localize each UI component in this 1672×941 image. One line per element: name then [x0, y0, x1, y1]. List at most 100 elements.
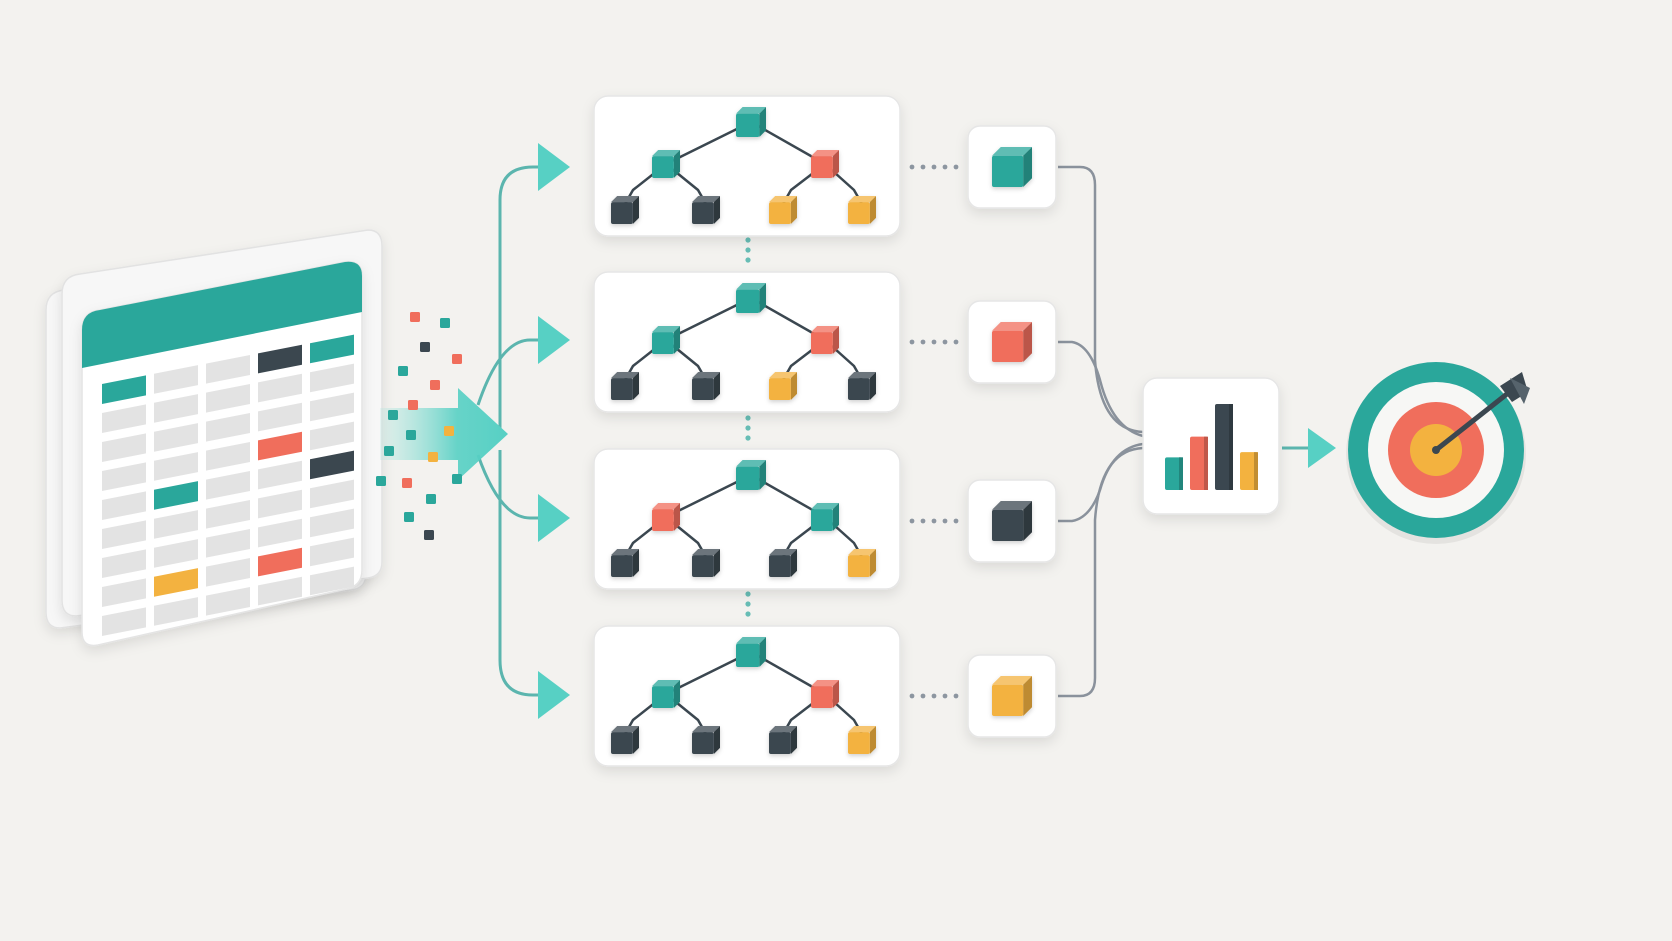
table-cell: [102, 375, 146, 404]
data-particle: [398, 366, 408, 376]
tree-leaf-node-face: [611, 202, 633, 224]
prediction-dot-3: [942, 518, 948, 524]
tree-split-node: [811, 150, 839, 178]
tree-split-node-side: [832, 326, 839, 354]
tree-leaf-node: [848, 726, 876, 754]
tree-root-node-side: [759, 460, 766, 490]
decision-tree-1-card: [593, 95, 901, 237]
tree-split-node-top: [811, 503, 839, 510]
prediction-dot-1: [942, 164, 948, 170]
dart-tip: [1432, 446, 1440, 454]
table-cell: [206, 499, 250, 529]
tree-leaf-node-face: [848, 732, 870, 754]
tree-root-node-side: [759, 283, 766, 313]
prediction-cube-face: [992, 330, 1024, 362]
tree-leaf-node-top: [848, 726, 876, 733]
tree-leaf-node: [848, 372, 876, 400]
table-cell: [102, 607, 146, 636]
table-cell: [310, 392, 354, 422]
spreadsheet-stack: [45, 229, 383, 647]
prediction-cube-top: [992, 501, 1032, 510]
tree-root-node-top: [736, 107, 766, 114]
tree-split-node-side: [832, 503, 839, 531]
decision-tree-1: [593, 95, 901, 237]
table-cell: [206, 586, 250, 616]
prediction-dot-2: [953, 339, 959, 345]
table-cell: [154, 481, 198, 510]
tree-leaf-node-top: [848, 549, 876, 556]
tree-leaf-node: [611, 196, 639, 224]
table-cell: [102, 404, 146, 433]
output-arrowhead: [1308, 428, 1336, 468]
table-cell: [258, 547, 302, 577]
tree-leaf-node-side: [869, 726, 876, 754]
data-particle: [444, 426, 454, 436]
dart-fletching-2: [1510, 378, 1530, 404]
data-particle: [452, 474, 462, 484]
table-cell: [154, 452, 198, 481]
tree-leaf-node-face: [692, 202, 714, 224]
merge-line-4: [1058, 446, 1144, 698]
data-particle: [376, 476, 386, 486]
tree-split-node-side: [673, 680, 680, 708]
data-particle: [388, 410, 398, 420]
tree-split-node-side: [673, 326, 680, 354]
table-cell: [258, 460, 302, 490]
tree-leaf-node: [692, 196, 720, 224]
tree-link-dot-3: [745, 601, 751, 607]
tree-leaf-node-top: [848, 196, 876, 203]
tree-root-node: [736, 637, 766, 667]
table-cell: [206, 412, 250, 442]
vote-bar: [1165, 457, 1183, 490]
arrowhead-tree-4: [538, 671, 570, 719]
tree-split-node-side: [832, 680, 839, 708]
tree-predictions: [967, 125, 1057, 738]
tree-split-node-top: [652, 680, 680, 687]
prediction-dot-1: [909, 164, 915, 170]
data-particle: [420, 342, 430, 352]
tree-split-node-face: [652, 509, 674, 531]
tree-leaf-node-side: [713, 726, 720, 754]
prediction-box-3: [967, 479, 1057, 563]
tree-leaf-node-top: [769, 196, 797, 203]
prediction-cube-face: [992, 155, 1024, 187]
table-cell: [102, 578, 146, 607]
tree-root-node-face: [736, 289, 760, 313]
prediction-cube-top: [992, 147, 1032, 156]
tree-split-node-face: [811, 686, 833, 708]
tree-leaf-node-top: [692, 726, 720, 733]
tree-leaf-node: [769, 549, 797, 577]
prediction-dot-3: [953, 518, 959, 524]
tree-leaf-node: [692, 726, 720, 754]
tree-root-node-face: [736, 466, 760, 490]
tree-leaf-node-face: [611, 732, 633, 754]
tree-leaf-node: [848, 549, 876, 577]
tree-split-node: [652, 680, 680, 708]
prediction-dot-4: [909, 693, 915, 699]
table-cell: [154, 597, 198, 626]
table-cell: [310, 566, 354, 596]
table-cell: [206, 528, 250, 558]
data-particle: [404, 512, 414, 522]
tree-root-node-top: [736, 283, 766, 290]
prediction-cube-face: [992, 684, 1024, 716]
prediction-dot-3: [920, 518, 926, 524]
prediction-cube-side: [1023, 501, 1032, 541]
table-cell: [258, 344, 302, 374]
tree-leaf-node-top: [611, 549, 639, 556]
tree-leaf-node-top: [611, 726, 639, 733]
tree-leaf-node-side: [790, 549, 797, 577]
data-particle: [452, 354, 462, 364]
prediction-dot-2: [942, 339, 948, 345]
data-particle: [408, 400, 418, 410]
table-cell: [154, 539, 198, 568]
tree-ensemble: [593, 95, 901, 767]
tree-leaf-node-face: [848, 378, 870, 400]
connector-layer: [476, 143, 1336, 719]
vote-bar: [1190, 436, 1208, 490]
prediction-dot-4: [920, 693, 926, 699]
prediction-dot-2: [909, 339, 915, 345]
tree-split-node-top: [811, 150, 839, 157]
data-particle: [410, 312, 420, 322]
